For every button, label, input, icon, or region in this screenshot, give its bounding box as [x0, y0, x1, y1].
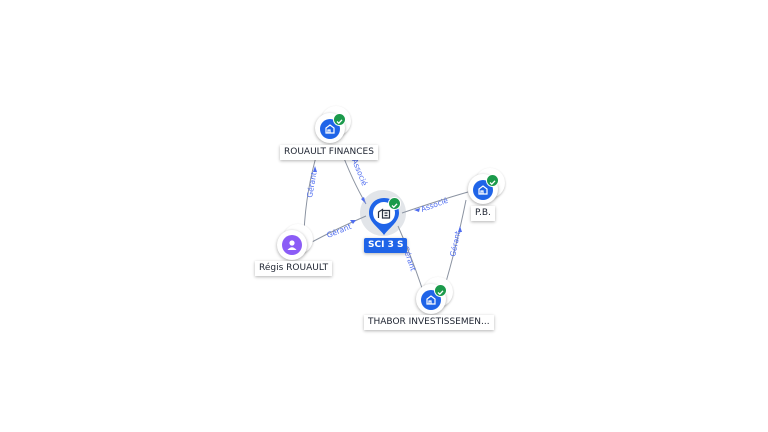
person-icon: [282, 235, 302, 255]
arrow-head: [414, 208, 420, 212]
edge-pb-sci: [401, 191, 469, 214]
edge-label-gerant: Gérant: [305, 171, 318, 198]
node-label: ROUAULT FINANCES: [280, 145, 378, 160]
edge-label-associe: Associé: [420, 196, 450, 214]
check-badge-icon: [388, 197, 401, 210]
check-badge-icon: [434, 284, 447, 297]
arrow-head: [458, 226, 462, 232]
check-badge-icon: [333, 113, 346, 126]
check-badge-icon: [486, 174, 499, 187]
node-label-selected: SCI 3 S: [364, 238, 408, 253]
edge-sci-thabor: [397, 225, 423, 289]
edge-label-gerant: Gérant: [325, 222, 352, 240]
node-label: THABOR INVESTISSEMEN...: [364, 315, 494, 330]
edge-regis-sci: [309, 215, 367, 244]
arrow-head: [361, 197, 366, 204]
edge-label-associe: Associé: [350, 157, 369, 187]
node-label: Régis ROUAULT: [255, 261, 333, 276]
arrow-head: [350, 220, 356, 224]
node-label: P.B.: [471, 206, 495, 221]
arrow-head: [313, 166, 317, 172]
edge-label-gerant: Gérant: [448, 230, 462, 257]
edge-thabor-pb: [445, 199, 467, 283]
